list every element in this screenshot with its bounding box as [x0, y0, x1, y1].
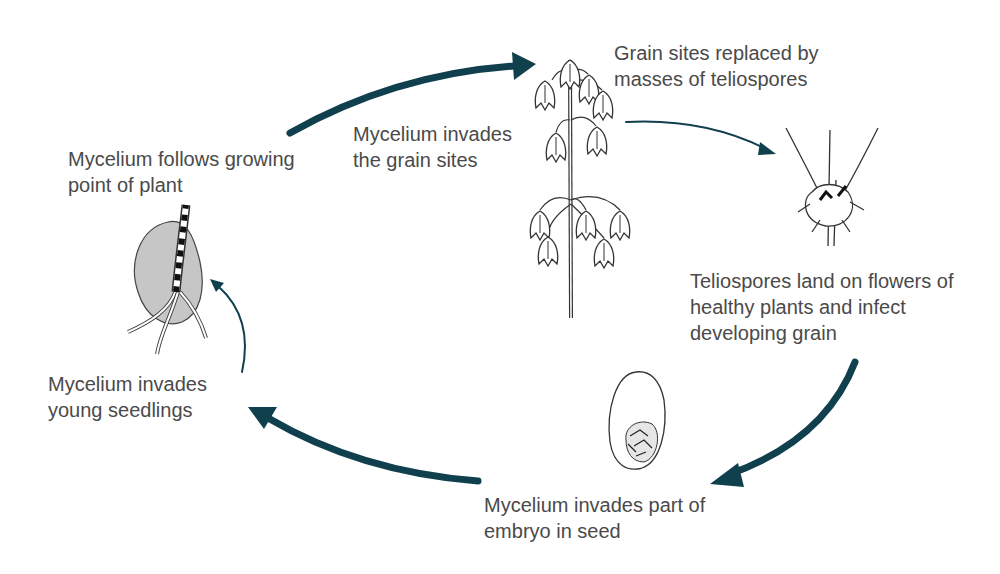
spikelet [576, 211, 595, 240]
mycelium-in-shoot [176, 205, 186, 292]
arrow-plant-to-flower [626, 122, 766, 149]
oat-plant-drawing [530, 60, 629, 318]
spikelet [610, 211, 629, 240]
arrowhead [248, 407, 277, 429]
arrow-seed-to-seedling [268, 418, 478, 481]
stem [570, 60, 571, 318]
flower-drawing [786, 128, 878, 246]
embryo [626, 422, 658, 462]
stage-label: Mycelium invades part of embryo in seed [484, 492, 722, 544]
shoot [176, 205, 186, 292]
mycelium-in-embryo [628, 430, 652, 456]
arrow-flower-to-seed [730, 362, 855, 474]
spikelet [560, 60, 579, 89]
arrow-seedling-up [218, 286, 245, 372]
root [157, 292, 178, 354]
shoot [176, 205, 186, 292]
stage-label: Grain sites replaced by masses of telios… [614, 40, 856, 92]
spikelet [538, 237, 557, 266]
root [128, 290, 176, 332]
stage-label: Mycelium follows growing point of plant [68, 146, 296, 198]
seedling-drawing [128, 205, 206, 354]
seed-drawing [609, 372, 665, 469]
arrowhead [710, 463, 744, 487]
arrowhead [210, 279, 224, 292]
arrowheads [210, 52, 776, 487]
grain-outline [609, 372, 665, 469]
spikelet [535, 81, 554, 110]
spikelet [593, 91, 612, 120]
stage-label: Teliospores land on flowers of healthy p… [690, 268, 972, 346]
arrowhead [758, 142, 776, 155]
root [128, 290, 176, 332]
stage-label: Mycelium invades young seedlings [48, 371, 253, 423]
arrow-seedling-to-plant [290, 66, 515, 133]
spikelet [587, 127, 606, 156]
root [157, 292, 178, 354]
stage-label: Mycelium invades the grain sites [353, 121, 525, 173]
spikelet [594, 239, 613, 268]
spikelet [546, 133, 565, 162]
spikelet [530, 211, 549, 240]
root [180, 292, 206, 338]
stem [570, 60, 571, 318]
root [180, 292, 206, 338]
arrowhead [512, 52, 536, 80]
